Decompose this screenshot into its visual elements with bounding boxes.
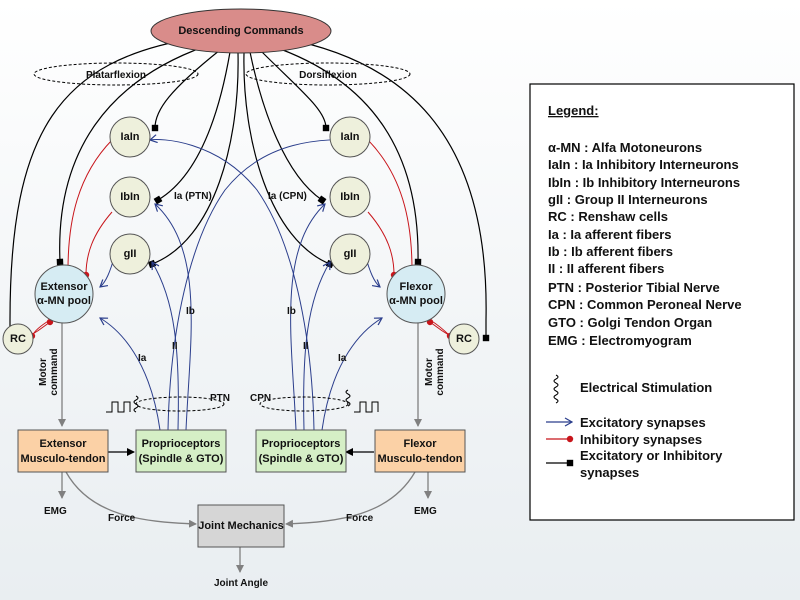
svg-text:α-MN pool: α-MN pool <box>389 295 443 307</box>
svg-text:RC: RC <box>456 333 472 345</box>
ibin-right-node: IbIn <box>329 176 371 218</box>
legend-item: RC : Renshaw cells <box>548 209 668 224</box>
gii-right-node: gII <box>329 233 371 275</box>
stimulation-symbol-left <box>106 395 139 413</box>
legend-generic-line2: synapses <box>580 465 639 480</box>
motor-command-right-line1: Motor <box>424 358 435 386</box>
legend-title: Legend: <box>548 103 599 118</box>
descending-commands-node: Descending Commands <box>150 8 332 54</box>
dorsiflexion-label: Dorsiflexion <box>299 70 357 81</box>
flexor-alpha-mn-pool: Flexor α-MN pool <box>386 264 446 324</box>
legend-item: PTN : Posterior Tibial Nerve <box>548 280 720 295</box>
svg-text:Extensor: Extensor <box>40 281 88 293</box>
gii-left-node: gII <box>109 233 151 275</box>
flexor-musculo-tendon: Flexor Musculo-tendon <box>374 429 466 473</box>
extensor-musculo-tendon: Extensor Musculo-tendon <box>17 429 109 473</box>
legend-item: Ib : Ib afferent fibers <box>548 244 673 259</box>
descending-command-connections <box>6 37 490 342</box>
stimulation-legend-icon <box>553 374 559 404</box>
ia-cpn-label: Ia (CPN) <box>268 191 307 202</box>
legend-item: IbIn : Ib Inhibitory Interneurons <box>548 175 740 190</box>
ptn-label: PTN <box>210 393 230 404</box>
cpn-label: CPN <box>250 393 271 404</box>
svg-text:Joint Mechanics: Joint Mechanics <box>198 520 284 532</box>
joint-mechanics-node: Joint Mechanics <box>197 504 285 548</box>
svg-text:IbIn: IbIn <box>340 191 360 203</box>
svg-text:Musculo-tendon: Musculo-tendon <box>21 453 106 465</box>
svg-text:Flexor: Flexor <box>399 281 433 293</box>
svg-text:(Spindle & GTO): (Spindle & GTO) <box>259 453 344 465</box>
legend: Legend: α-MN : Alfa Motoneurons IaIn : I… <box>529 83 795 521</box>
signal-arrows <box>58 322 432 573</box>
inhibitory-connections <box>27 139 454 340</box>
svg-text:IbIn: IbIn <box>120 191 140 203</box>
svg-text:gII: gII <box>124 248 137 260</box>
legend-item: α-MN : Alfa Motoneurons <box>548 140 702 155</box>
svg-text:Proprioceptors: Proprioceptors <box>262 438 341 450</box>
motor-command-right-line2: command <box>435 348 446 395</box>
force-left-label: Force <box>108 513 136 524</box>
svg-text:Proprioceptors: Proprioceptors <box>142 438 221 450</box>
legend-item: gII : Group II Interneurons <box>548 192 708 207</box>
ib-left-label: Ib <box>186 306 195 317</box>
iain-left-node: IaIn <box>109 116 151 158</box>
ibin-left-node: IbIn <box>109 176 151 218</box>
legend-stimulation: Electrical Stimulation <box>580 380 712 395</box>
svg-text:(Spindle & GTO): (Spindle & GTO) <box>139 453 224 465</box>
legend-item: IaIn : Ia Inhibitory Interneurons <box>548 157 739 172</box>
svg-text:α-MN pool: α-MN pool <box>37 295 91 307</box>
ii-right-label: II <box>303 341 309 352</box>
svg-text:IaIn: IaIn <box>341 131 360 143</box>
platarflexion-label: Platarflexion <box>86 70 146 81</box>
svg-text:RC: RC <box>10 333 26 345</box>
svg-text:IaIn: IaIn <box>121 131 140 143</box>
motor-command-left-line2: command <box>49 348 60 395</box>
emg-left-label: EMG <box>44 506 67 517</box>
renshaw-cell-left: RC <box>2 323 34 355</box>
legend-item: II : II afferent fibers <box>548 261 664 276</box>
legend-inhibitory: Inhibitory synapses <box>580 432 702 447</box>
renshaw-cell-right: RC <box>448 323 480 355</box>
motor-command-left-line1: Motor <box>38 358 49 386</box>
svg-text:gII: gII <box>344 248 357 260</box>
legend-item: CPN : Common Peroneal Nerve <box>548 297 742 312</box>
legend-item: GTO : Golgi Tendon Organ <box>548 315 712 330</box>
ia-left-label: Ia <box>138 353 147 364</box>
proprioceptors-left: Proprioceptors (Spindle & GTO) <box>135 429 227 473</box>
proprioceptors-right: Proprioceptors (Spindle & GTO) <box>255 429 347 473</box>
svg-text:Musculo-tendon: Musculo-tendon <box>378 453 463 465</box>
legend-item: EMG : Electromyogram <box>548 333 692 348</box>
iain-right-node: IaIn <box>329 116 371 158</box>
ia-right-label: Ia <box>338 353 347 364</box>
ib-right-label: Ib <box>287 306 296 317</box>
legend-item: Ia : Ia afferent fibers <box>548 227 672 242</box>
force-right-label: Force <box>346 513 374 524</box>
svg-text:Extensor: Extensor <box>39 438 87 450</box>
svg-text:Flexor: Flexor <box>403 438 437 450</box>
legend-excitatory: Excitatory synapses <box>580 415 706 430</box>
emg-right-label: EMG <box>414 506 437 517</box>
ia-ptn-label: Ia (PTN) <box>174 191 212 202</box>
stimulation-symbol-right <box>345 389 379 413</box>
legend-generic-line1: Excitatory or Inhibitory <box>580 448 723 463</box>
ii-left-label: II <box>172 341 178 352</box>
joint-angle-label: Joint Angle <box>214 578 269 589</box>
extensor-alpha-mn-pool: Extensor α-MN pool <box>34 264 94 324</box>
svg-text:Descending Commands: Descending Commands <box>178 25 303 37</box>
